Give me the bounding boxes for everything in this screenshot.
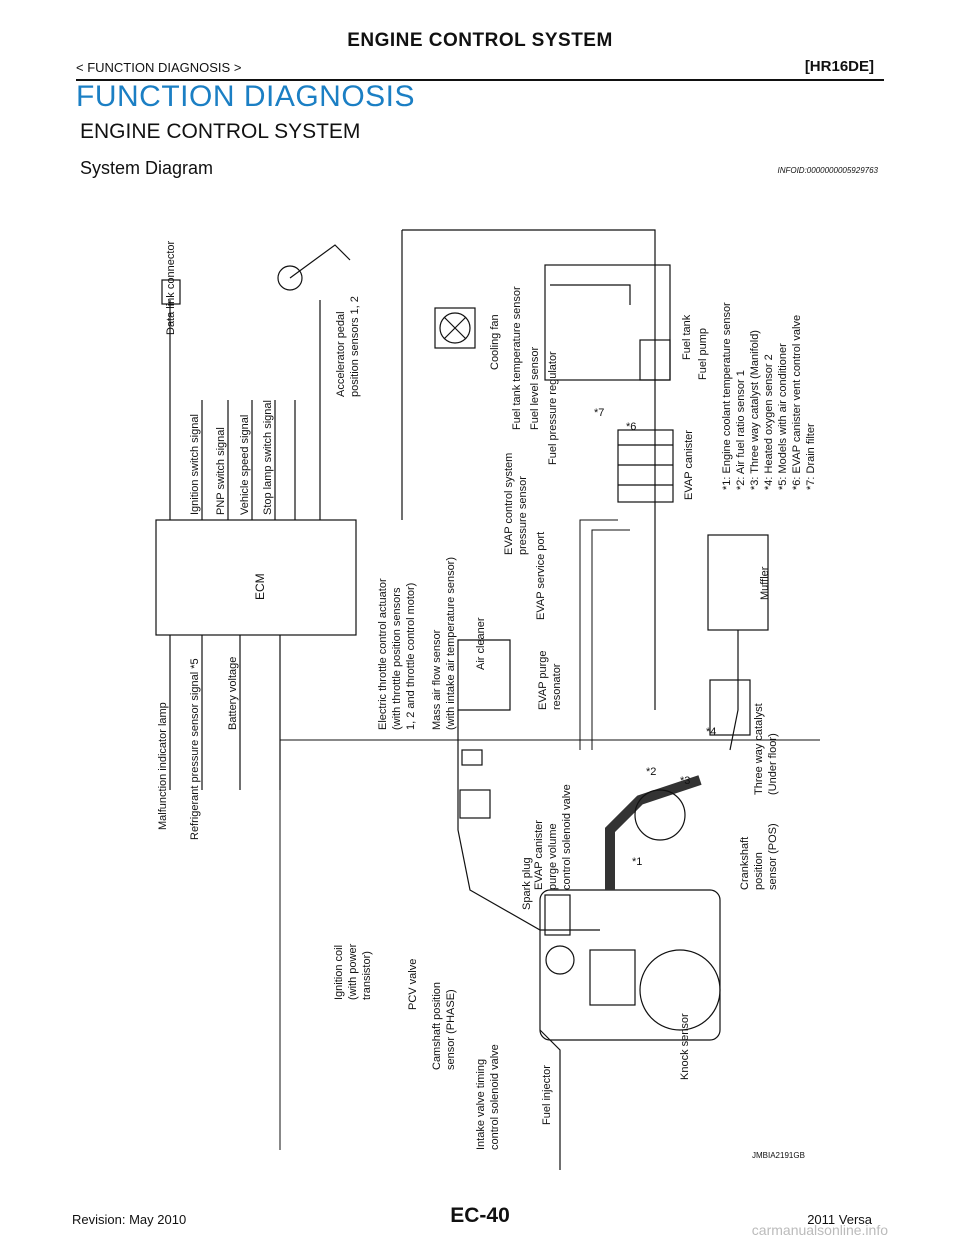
label-etc-2: (with throttle position sensors: [391, 587, 403, 730]
label-spark-plug: Spark plug: [521, 857, 533, 910]
ignition-coil: [544, 894, 571, 936]
label-evap-control-1: EVAP control system: [503, 453, 515, 555]
marker-3: *3: [680, 775, 690, 787]
label-battery: Battery voltage: [227, 657, 239, 730]
diagram-heading: System Diagram: [80, 158, 214, 178]
figure-id: JMBIA2191GB: [752, 1151, 805, 1160]
three-way-catalyst: [709, 679, 751, 736]
label-fuel-injector: Fuel injector: [541, 1065, 553, 1125]
label-air-cleaner: Air cleaner: [475, 617, 487, 670]
legend-5: *5: Models with air conditioner: [777, 343, 789, 490]
label-maf-1: Mass air flow sensor: [431, 629, 443, 730]
marker-7: *7: [594, 407, 604, 419]
engine-block: [539, 889, 721, 1041]
label-app-1: Accelerator pedal: [335, 311, 347, 397]
legend-3: *3: Three way catalyst (Manifold): [749, 330, 761, 490]
engine-model-tag: [HR16DE]: [804, 58, 874, 75]
header-rule: [76, 79, 884, 81]
label-ivt-2: control solenoid valve: [489, 1044, 501, 1150]
section-title: FUNCTION DIAGNOSIS: [76, 80, 416, 113]
label-evap-control-2: pressure sensor: [517, 476, 529, 555]
label-fuel-level: Fuel level sensor: [529, 347, 541, 430]
label-maf-2: (with intake air temperature sensor): [445, 557, 457, 730]
label-twc-1: Three way catalyst: [753, 703, 765, 795]
revision-date: Revision: May 2010: [72, 1212, 187, 1227]
label-ign-coil-1: Ignition coil: [333, 945, 345, 1000]
breadcrumb: < FUNCTION DIAGNOSIS >: [76, 60, 242, 75]
label-pcv: PCV valve: [407, 959, 419, 1010]
label-etc-1: Electric throttle control actuator: [377, 578, 389, 730]
legend-1: *1: Engine coolant temperature sensor: [721, 302, 733, 490]
label-purge-res-1: EVAP purge: [537, 650, 549, 710]
label-muffler: Muffler: [759, 566, 771, 600]
fuel-pump: [639, 339, 671, 381]
label-ckp-1: Crankshaft: [739, 837, 751, 890]
info-id: INFOID:0000000005929763: [777, 166, 878, 175]
label-fuel-pump: Fuel pump: [697, 328, 709, 380]
label-data-link: Data link connector: [165, 241, 177, 335]
marker-2: *2: [646, 766, 656, 778]
section-subtitle: ENGINE CONTROL SYSTEM: [80, 120, 361, 143]
system-diagram-svg: Data link connector Ignition switch sign…: [155, 229, 840, 1170]
watermark: carmanualsonline.info: [751, 1222, 888, 1238]
legend-7: *7: Drain filter: [805, 423, 817, 490]
system-diagram: Data link connector Ignition switch sign…: [140, 190, 840, 1195]
label-ivt-1: Intake valve timing: [475, 1059, 487, 1150]
label-ecm: ECM: [253, 573, 267, 600]
page-header-title: ENGINE CONTROL SYSTEM: [347, 30, 613, 51]
label-app-2: position sensors 1, 2: [349, 296, 361, 397]
marker-4: *4: [706, 726, 716, 738]
page-number: EC-40: [450, 1204, 510, 1227]
legend-6: *6: EVAP canister vent control valve: [791, 315, 803, 490]
fuel-tank: [544, 264, 671, 381]
label-ignition-switch: Ignition switch signal: [189, 414, 201, 515]
label-purge-valve-1: EVAP canister: [533, 820, 545, 890]
label-purge-valve-3: control solenoid valve: [561, 784, 573, 890]
legend-2: *2: Air fuel ratio sensor 1: [735, 370, 747, 490]
label-cooling-fan: Cooling fan: [489, 314, 501, 370]
accelerator-pedal: [277, 265, 303, 291]
label-fuel-tank: Fuel tank: [681, 314, 693, 360]
camshaft-sensor: [545, 945, 575, 975]
label-evap-canister: EVAP canister: [683, 430, 695, 500]
ecm-box: [155, 519, 357, 636]
label-cmp-2: sensor (PHASE): [445, 989, 457, 1070]
legend-4: *4: Heated oxygen sensor 2: [763, 354, 775, 490]
label-purge-valve-2: purge volume: [547, 823, 559, 890]
label-purge-res-2: resonator: [551, 663, 563, 710]
label-ign-coil-2: (with power: [347, 943, 359, 1000]
air-cleaner: [457, 639, 511, 711]
label-mil: Malfunction indicator lamp: [157, 702, 169, 830]
throttle-body: [459, 789, 491, 819]
top-wire: [402, 229, 656, 710]
label-stop-lamp: Stop lamp switch signal: [262, 400, 274, 515]
label-ign-coil-3: transistor): [361, 951, 373, 1000]
piston: [589, 949, 636, 1006]
label-twc-2: (Under floor): [767, 733, 779, 795]
label-vehicle-speed: Vehicle speed signal: [239, 415, 251, 515]
label-ckp-2: position: [753, 852, 765, 890]
cooling-fan: [434, 307, 476, 349]
label-etc-3: 1, 2 and throttle control motor): [405, 583, 417, 730]
label-knock: Knock sensor: [679, 1013, 691, 1080]
label-fuel-tank-temp: Fuel tank temperature sensor: [511, 286, 523, 430]
marker-6: *6: [626, 421, 636, 433]
label-evap-service-port: EVAP service port: [535, 532, 547, 620]
marker-1: *1: [632, 856, 642, 868]
manifold-catalyst: [634, 789, 686, 841]
label-cmp-1: Camshaft position: [431, 982, 443, 1070]
maf-sensor: [461, 749, 483, 766]
label-pnp-switch: PNP switch signal: [215, 427, 227, 515]
data-link-connector: [161, 279, 181, 305]
crankshaft: [639, 949, 721, 1031]
evap-canister: [617, 429, 674, 503]
label-ckp-3: sensor (POS): [767, 823, 779, 890]
label-fuel-pressure-reg: Fuel pressure regulator: [547, 351, 559, 465]
label-refrigerant: Refrigerant pressure sensor signal *5: [189, 658, 201, 840]
model-year: 2011 Versa: [807, 1212, 872, 1227]
